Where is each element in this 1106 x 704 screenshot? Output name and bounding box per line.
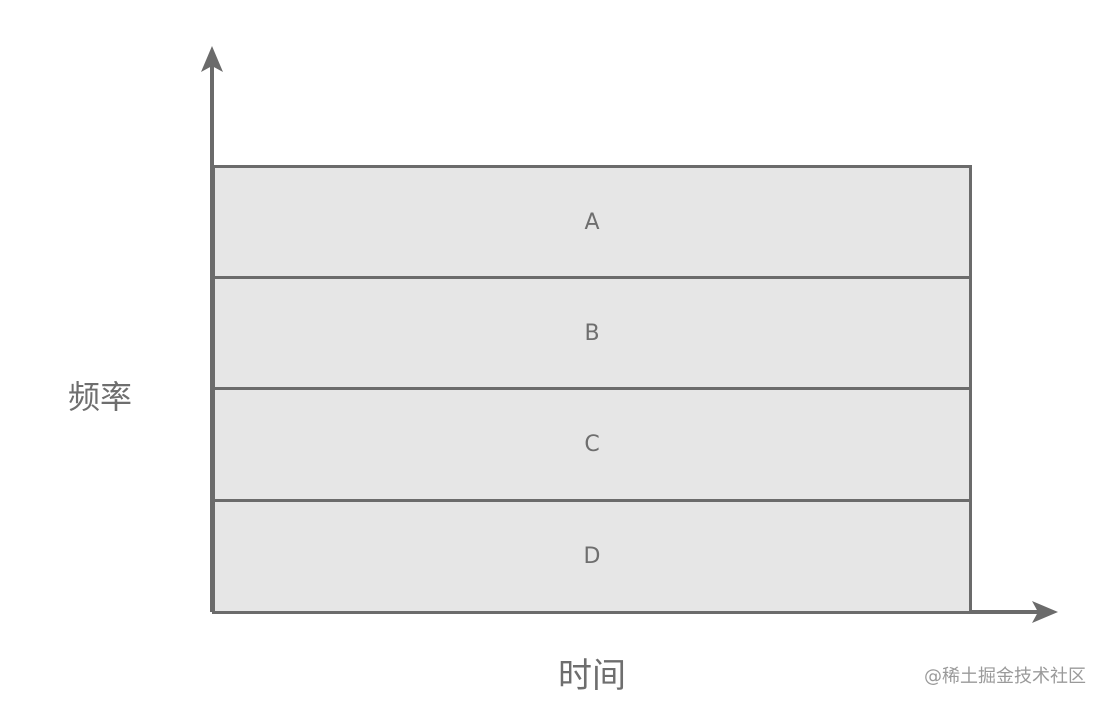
band-c: C bbox=[212, 387, 972, 502]
y-axis-label: 频率 bbox=[68, 378, 133, 416]
band-d: D bbox=[212, 499, 972, 614]
band-b-label: B bbox=[584, 320, 600, 346]
band-d-label: D bbox=[583, 544, 601, 569]
x-axis-arrow-icon bbox=[1032, 601, 1058, 623]
band-a: A bbox=[212, 165, 972, 279]
watermark: @稀土掘金技术社区 bbox=[924, 666, 1086, 687]
band-b: B bbox=[212, 276, 972, 390]
x-axis-label: 时间 bbox=[558, 656, 626, 696]
y-axis-arrow-icon bbox=[201, 46, 223, 72]
band-a-label: A bbox=[584, 209, 600, 235]
band-c-label: C bbox=[584, 432, 600, 457]
